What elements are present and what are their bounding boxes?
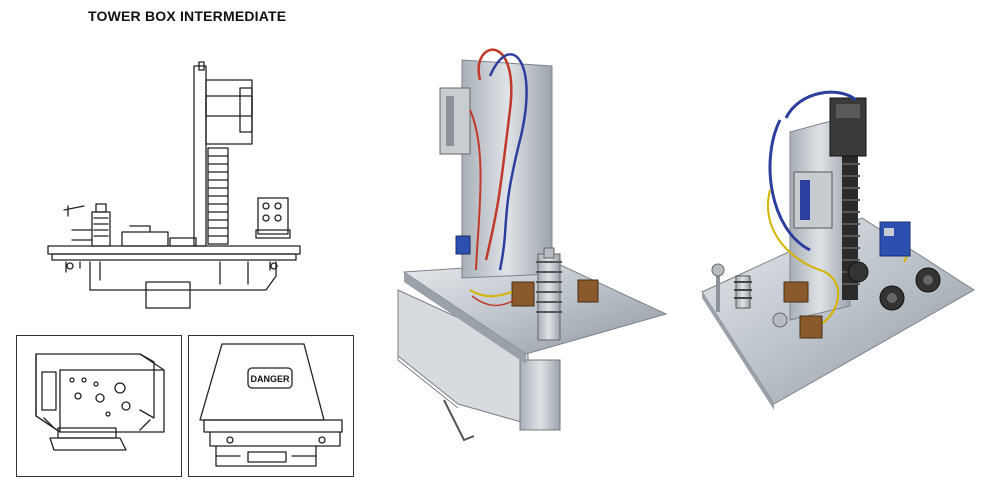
box-closed-frame	[188, 335, 354, 477]
page-title: TOWER BOX INTERMEDIATE	[88, 8, 287, 24]
box-open-frame	[16, 335, 182, 477]
